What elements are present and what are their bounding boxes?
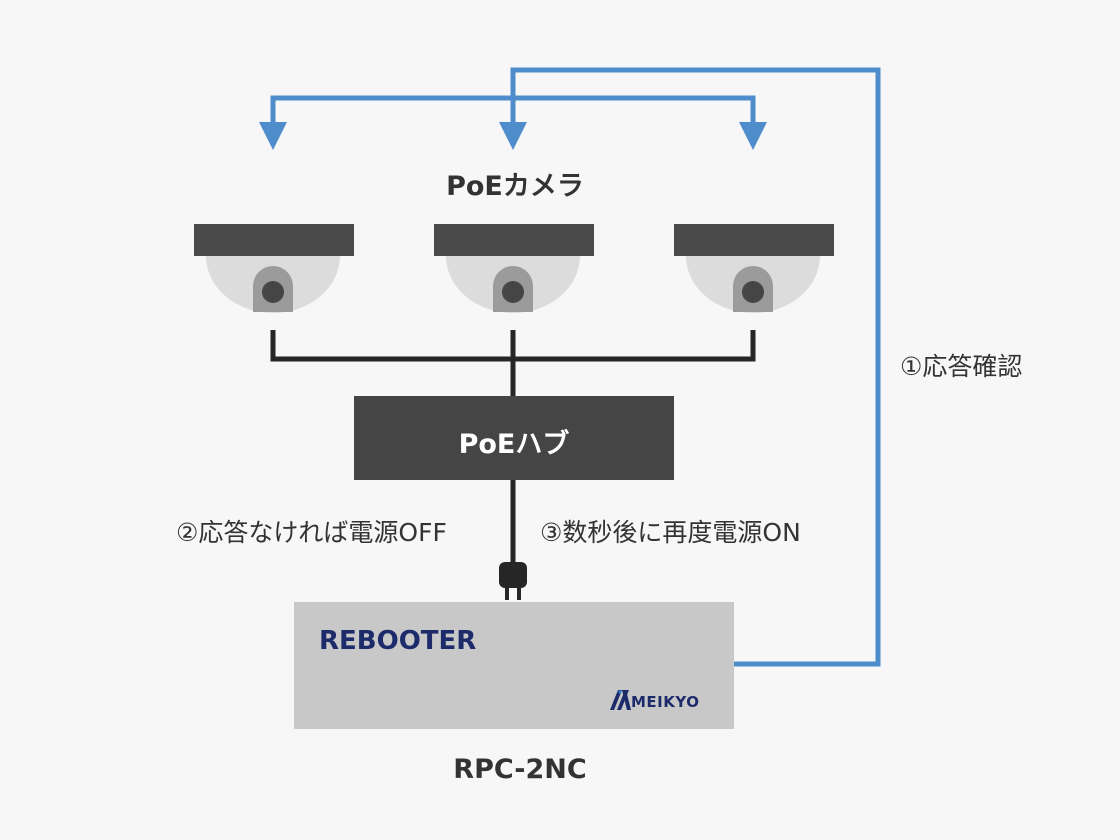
brand-label: REBOOTER (319, 626, 477, 656)
arrow-down-icon (739, 122, 767, 150)
camera-3 (674, 224, 834, 313)
dome-camera-icon (674, 224, 834, 313)
step-1-label: ①応答確認 (900, 352, 1023, 381)
camera-1 (194, 224, 354, 313)
cameras-label: PoEカメラ (446, 171, 584, 202)
power-plug-icon (499, 562, 527, 600)
dome-camera-icon (434, 224, 594, 313)
product-model-label: RPC-2NC (453, 754, 587, 785)
response-check-line (270, 67, 881, 667)
arrow-down-icon (499, 122, 527, 150)
hub-label: PoEハブ (458, 429, 570, 460)
arrow-down-icon (259, 122, 287, 150)
rebooter-device (294, 602, 734, 729)
camera-2 (434, 224, 594, 313)
step-2-label: ②応答なければ電源OFF (176, 518, 447, 547)
step-3-label: ③数秒後に再度電源ON (540, 518, 801, 547)
poe-hub (354, 396, 674, 480)
meikyo-logo-icon (610, 690, 631, 710)
dome-camera-icon (194, 224, 354, 313)
maker-logo-text: MEIKYO (631, 693, 700, 711)
camera-cables (270, 330, 756, 397)
arrowheads (259, 122, 767, 150)
